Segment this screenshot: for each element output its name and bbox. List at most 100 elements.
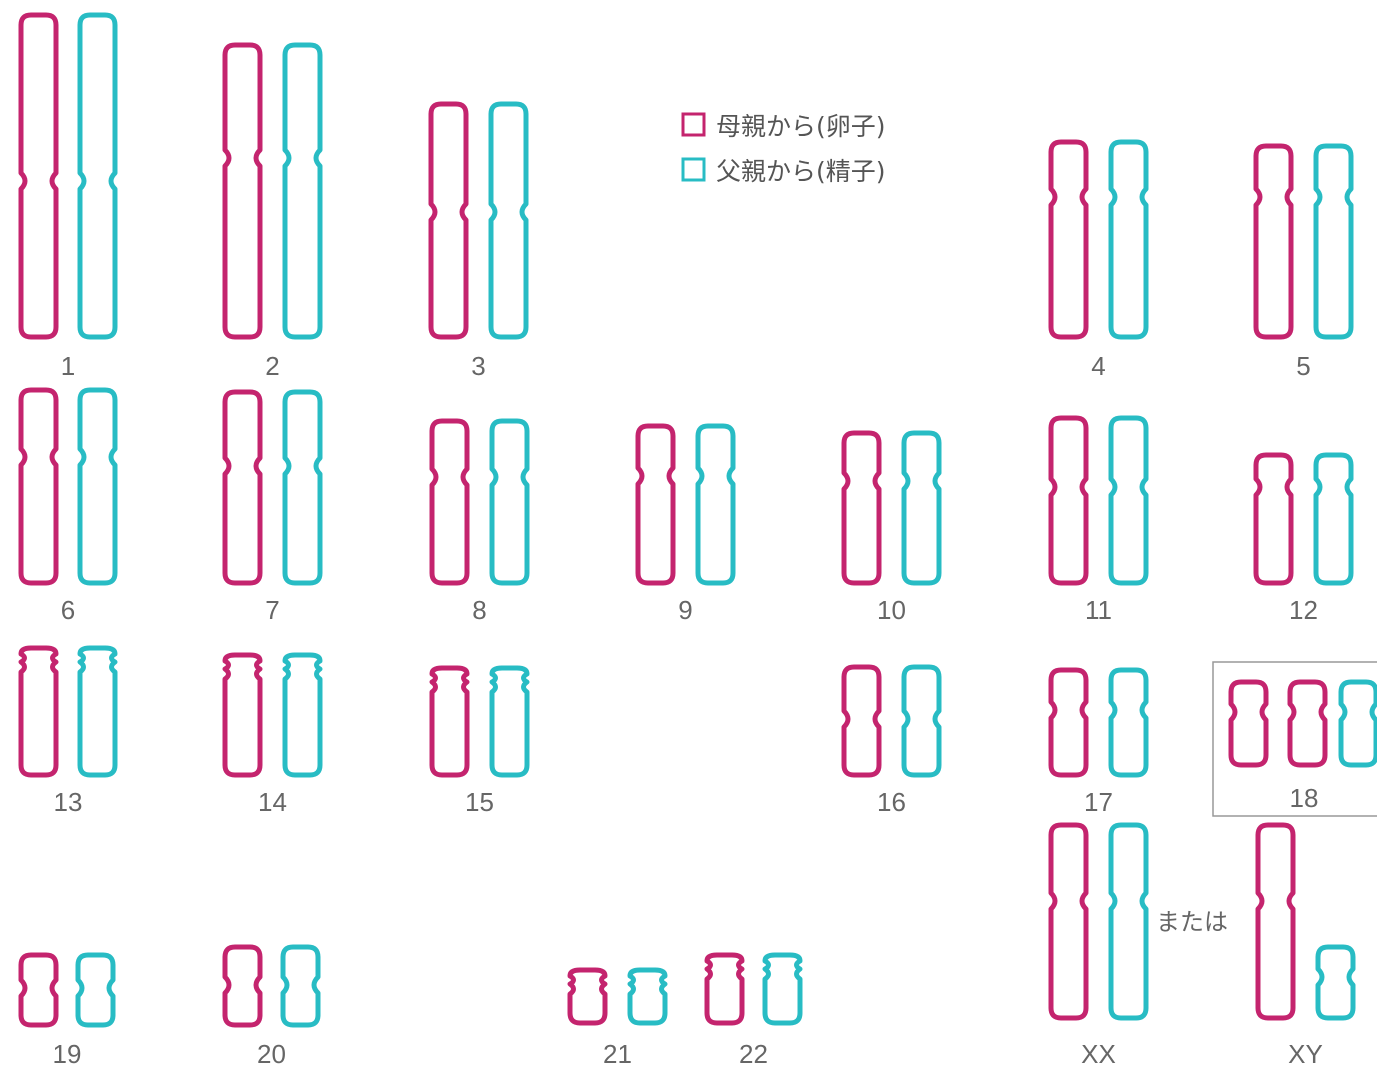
chromosome-17-paternal — [1108, 667, 1149, 778]
chromosome-label-4: 4 — [1091, 351, 1105, 381]
legend-paternal-label: 父親から(精子) — [716, 157, 886, 186]
chromosome-22-maternal — [704, 952, 745, 1026]
chromosome-15-paternal — [489, 665, 530, 778]
chromosome-group-xx — [1048, 822, 1149, 1021]
chromosome-6-paternal — [77, 387, 118, 586]
chromosome-label-xx: XX — [1081, 1039, 1116, 1067]
chromosome-group-18 — [1228, 679, 1377, 768]
chromosome-8-paternal — [489, 418, 530, 586]
chromosome-14-paternal — [282, 652, 323, 778]
chromosome-layer — [18, 12, 1377, 1028]
chromosome-group-1 — [18, 12, 118, 340]
chromosome-label-2: 2 — [265, 351, 279, 381]
chromosome-xx-maternal — [1048, 822, 1089, 1021]
chromosome-2-paternal — [282, 42, 323, 340]
chromosome-label-7: 7 — [265, 595, 279, 625]
chromosome-label-20: 20 — [257, 1039, 286, 1067]
chromosome-9-paternal — [695, 423, 736, 586]
chromosome-18-maternal-2 — [1287, 679, 1328, 768]
chromosome-group-8 — [429, 418, 530, 586]
chromosome-label-14: 14 — [258, 787, 287, 817]
chromosome-group-14 — [222, 652, 323, 778]
chromosome-4-maternal — [1048, 139, 1089, 340]
chromosome-5-maternal — [1253, 143, 1294, 340]
chromosome-group-xy — [1255, 822, 1356, 1021]
chromosome-6-maternal — [18, 387, 59, 586]
chromosome-label-13: 13 — [54, 787, 83, 817]
chromosome-label-22: 22 — [739, 1039, 768, 1067]
chromosome-3-paternal — [488, 101, 529, 340]
chromosome-label-9: 9 — [678, 595, 692, 625]
chromosome-label-15: 15 — [465, 787, 494, 817]
chromosome-1-paternal — [77, 12, 118, 340]
chromosome-19-maternal — [18, 952, 59, 1028]
chromosome-18-paternal — [1338, 679, 1377, 768]
chromosome-group-5 — [1253, 143, 1354, 340]
chromosome-20-maternal — [222, 944, 263, 1028]
chromosome-group-7 — [222, 389, 323, 586]
chromosome-13-paternal — [77, 645, 118, 778]
chromosome-group-6 — [18, 387, 118, 586]
chromosome-11-paternal — [1108, 415, 1149, 586]
chromosome-label-8: 8 — [472, 595, 486, 625]
chromosome-xx-paternal — [1108, 822, 1149, 1021]
chromosome-label-19: 19 — [53, 1039, 82, 1067]
chromosome-19-paternal — [75, 952, 116, 1028]
chromosome-group-2 — [222, 42, 323, 340]
chromosome-group-10 — [841, 430, 942, 586]
chromosome-13-maternal — [18, 645, 59, 778]
chromosome-group-21 — [567, 967, 668, 1026]
chromosome-12-maternal — [1253, 452, 1294, 586]
chromosome-label-21: 21 — [603, 1039, 632, 1067]
chromosome-2-maternal — [222, 42, 263, 340]
chromosome-group-17 — [1048, 667, 1149, 778]
chromosome-group-3 — [428, 101, 529, 340]
chromosome-10-maternal — [841, 430, 882, 586]
legend-maternal-swatch — [681, 112, 706, 137]
chromosome-group-13 — [18, 645, 118, 778]
chromosome-group-19 — [18, 952, 116, 1028]
chromosome-15-maternal — [429, 665, 470, 778]
chromosome-group-9 — [635, 423, 736, 586]
chromosome-16-maternal — [841, 664, 882, 778]
chromosome-label-1: 1 — [61, 351, 75, 381]
chromosome-14-maternal — [222, 652, 263, 778]
trisomy-18-box — [1212, 661, 1377, 817]
legend-paternal-swatch — [681, 157, 706, 182]
chromosome-label-16: 16 — [877, 787, 906, 817]
chromosome-20-paternal — [280, 944, 321, 1028]
chromosome-12-paternal — [1313, 452, 1354, 586]
chromosome-11-maternal — [1048, 415, 1089, 586]
chromosome-17-maternal — [1048, 667, 1089, 778]
chromosome-label-3: 3 — [471, 351, 485, 381]
chromosome-7-maternal — [222, 389, 263, 586]
chromosome-xy-paternal — [1315, 944, 1356, 1021]
legend-maternal-label: 母親から(卵子) — [716, 112, 886, 141]
chromosome-9-maternal — [635, 423, 676, 586]
chromosome-group-15 — [429, 665, 530, 778]
chromosome-group-11 — [1048, 415, 1149, 586]
sex-chromosome-or-label: または — [1156, 908, 1228, 936]
chromosome-group-4 — [1048, 139, 1149, 340]
chromosome-8-maternal — [429, 418, 470, 586]
chromosome-22-paternal — [762, 952, 803, 1026]
chromosome-1-maternal — [18, 12, 59, 340]
chromosome-21-paternal — [627, 967, 668, 1026]
chromosome-label-xy: XY — [1288, 1039, 1323, 1067]
chromosome-xy-maternal — [1255, 822, 1296, 1021]
chromosome-18-maternal-1 — [1228, 679, 1269, 768]
chromosome-7-paternal — [282, 389, 323, 586]
chromosome-10-paternal — [901, 430, 942, 586]
chromosome-label-17: 17 — [1084, 787, 1113, 817]
chromosome-label-10: 10 — [877, 595, 906, 625]
legend: 母親から(卵子) 父親から(精子) — [681, 112, 886, 186]
chromosome-label-18: 18 — [1290, 783, 1319, 813]
chromosome-label-11: 11 — [1085, 595, 1112, 625]
chromosome-21-maternal — [567, 967, 608, 1026]
chromosome-label-5: 5 — [1296, 351, 1310, 381]
chromosome-group-22 — [704, 952, 803, 1026]
chromosome-group-12 — [1253, 452, 1354, 586]
chromosome-4-paternal — [1108, 139, 1149, 340]
